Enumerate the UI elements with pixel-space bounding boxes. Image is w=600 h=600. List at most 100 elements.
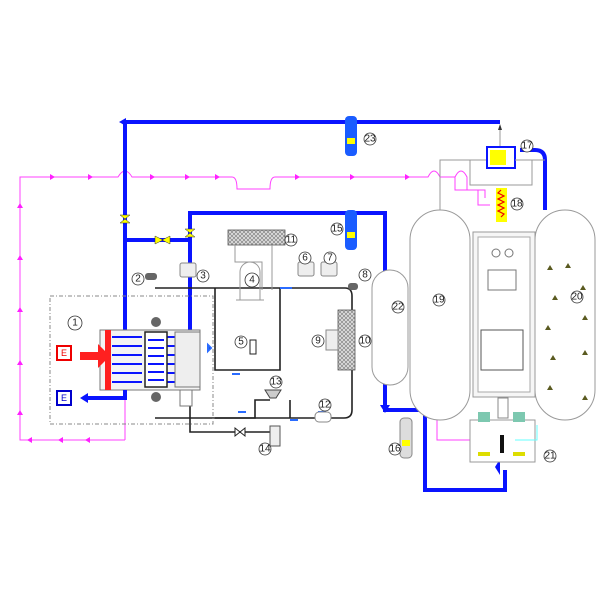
diagram-shape <box>151 317 161 327</box>
expansion-valve-13 <box>264 389 282 399</box>
diagram-shape: 20 <box>571 292 583 303</box>
adsorption-tower-20 <box>534 209 596 421</box>
diagram-shape <box>480 329 524 371</box>
diagram-shape <box>112 336 142 383</box>
label-14: 14 <box>258 442 272 456</box>
diagram-shape <box>345 116 357 156</box>
diagram-shape <box>510 197 524 211</box>
diagram-shape <box>269 425 281 447</box>
label-21: 21 <box>543 449 557 463</box>
diagram-shape: E <box>61 348 67 358</box>
diagram-shape: 21 <box>544 451 556 462</box>
adsorption-tower-19 <box>409 209 471 421</box>
diagram-shape <box>151 392 161 402</box>
diagram-shape <box>345 210 357 250</box>
diagram-shape <box>520 139 534 153</box>
diagram-shape <box>478 412 490 422</box>
diagram-shape <box>144 331 168 388</box>
diagram-shape <box>17 203 23 415</box>
diagram-shape <box>148 339 164 381</box>
diagram-shape <box>358 334 372 348</box>
diagram-shape <box>112 336 185 383</box>
diagram-shape <box>513 412 525 422</box>
diagram-shape <box>105 330 111 390</box>
diagram-shape <box>284 233 298 247</box>
diagram-shape: 15 <box>331 224 343 235</box>
diagram-shape: 12 <box>319 400 331 411</box>
diagram-shape: 5 <box>238 337 244 348</box>
label-1: 1 <box>67 315 83 331</box>
diagram-shape <box>49 295 214 425</box>
label-11: 11 <box>284 233 298 247</box>
heater-18 <box>496 188 507 222</box>
diagram-shape: 8 <box>362 270 368 281</box>
diagram-shape <box>119 214 196 245</box>
switch-3 <box>179 262 197 278</box>
diagram-shape <box>358 268 372 282</box>
diagram-shape <box>27 437 90 443</box>
diagram-shape: 1 <box>72 318 78 329</box>
filter-16 <box>399 417 413 459</box>
diagram-shape <box>56 345 72 361</box>
diagram-shape <box>174 331 201 388</box>
diagram-shape: 2 <box>135 274 141 285</box>
diagram-shape <box>515 425 538 441</box>
diagram-shape <box>80 393 88 403</box>
label-4: 4 <box>244 272 260 288</box>
label-6: 6 <box>298 251 312 265</box>
diagram-shape: 6 <box>302 253 308 264</box>
diagram-shape: 23 <box>364 134 376 145</box>
label-17: 17 <box>520 139 534 153</box>
diagram-shape <box>234 335 248 349</box>
diagram-shape: 19 <box>433 295 445 306</box>
receiver-12 <box>314 411 332 423</box>
label-5: 5 <box>234 335 248 349</box>
label-3: 3 <box>196 269 210 283</box>
diagram-shape <box>388 442 402 456</box>
label-20: 20 <box>570 290 584 304</box>
diagram-shape: 18 <box>511 199 523 210</box>
label-9: 9 <box>311 334 325 348</box>
control-panel[interactable] <box>472 231 536 398</box>
diagram-shape <box>498 124 502 130</box>
diagram-shape <box>478 452 490 456</box>
diagram-shape <box>432 293 446 307</box>
diagram-shape <box>269 375 283 389</box>
diagram-shape <box>179 389 193 407</box>
diagram-shape <box>391 300 405 314</box>
diagram-shape <box>80 344 110 368</box>
label-18: 18 <box>510 197 524 211</box>
diagram-shape: 22 <box>392 302 404 313</box>
diagram-shape <box>497 397 509 419</box>
diagram-shape <box>402 440 410 446</box>
drain-valve-14 <box>234 426 246 438</box>
diagram-shape: 7 <box>327 253 333 264</box>
diagram-shape <box>454 170 490 206</box>
diagram-shape <box>545 263 588 400</box>
label-12: 12 <box>318 398 332 412</box>
diagram-shape <box>496 188 507 222</box>
silencer-17 <box>486 146 516 169</box>
diagram-shape: E <box>61 393 67 403</box>
diagram-shape <box>244 272 260 288</box>
diagram-shape: 9 <box>315 336 321 347</box>
diagram-shape <box>323 251 337 265</box>
diagram-shape <box>215 399 291 419</box>
diagram-shape <box>513 452 525 456</box>
label-22: 22 <box>391 300 405 314</box>
outlet-icon: E <box>56 390 72 406</box>
vessel-22 <box>371 269 409 386</box>
filter-15 <box>345 210 357 250</box>
diagram-shape <box>131 272 145 286</box>
diagram-shape: 10 <box>359 336 371 347</box>
precooler-heat-exchanger-unit <box>49 295 214 425</box>
label-2: 2 <box>131 272 145 286</box>
gauge-8 <box>348 283 358 290</box>
diagram-shape <box>67 315 83 331</box>
diagram-shape <box>436 418 470 441</box>
valve-5 <box>249 339 257 355</box>
label-10: 10 <box>358 334 372 348</box>
bypass-valves[interactable] <box>119 214 196 245</box>
diagram-shape <box>311 334 325 348</box>
